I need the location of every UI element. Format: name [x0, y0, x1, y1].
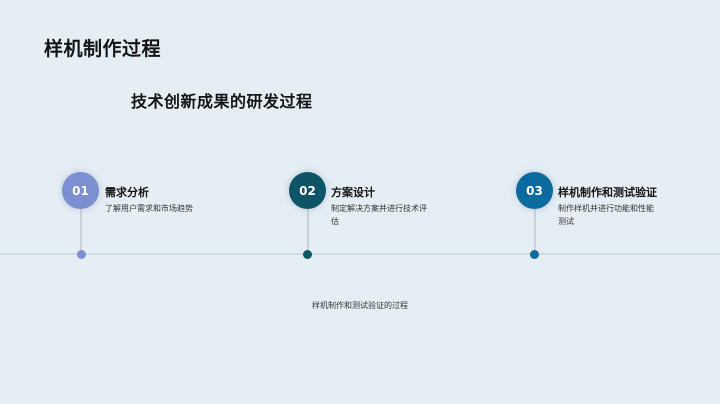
- step-number-badge: 02: [289, 172, 326, 209]
- step-connector: [534, 208, 536, 254]
- step-number-badge: 01: [62, 172, 99, 209]
- step-connector: [307, 208, 309, 254]
- step-description: 了解用户需求和市场趋势: [105, 204, 193, 213]
- step-title: 需求分析: [105, 186, 149, 199]
- step-description: 制定解决方案并进行技术评估: [331, 204, 427, 226]
- slide-caption: 样机制作和测试验证的过程: [312, 301, 408, 310]
- step-connector: [80, 208, 82, 254]
- page-subtitle: 技术创新成果的研发过程: [131, 92, 313, 111]
- timeline-dot: [530, 250, 539, 259]
- step-title: 样机制作和测试验证: [558, 186, 657, 199]
- step-title: 方案设计: [331, 186, 375, 199]
- timeline-dot: [77, 250, 86, 259]
- page-title: 样机制作过程: [44, 38, 162, 60]
- step-number-badge: 03: [516, 172, 553, 209]
- timeline-dot: [303, 250, 312, 259]
- timeline-axis: [0, 253, 720, 255]
- step-description: 制作样机并进行功能和性能测试: [558, 204, 654, 226]
